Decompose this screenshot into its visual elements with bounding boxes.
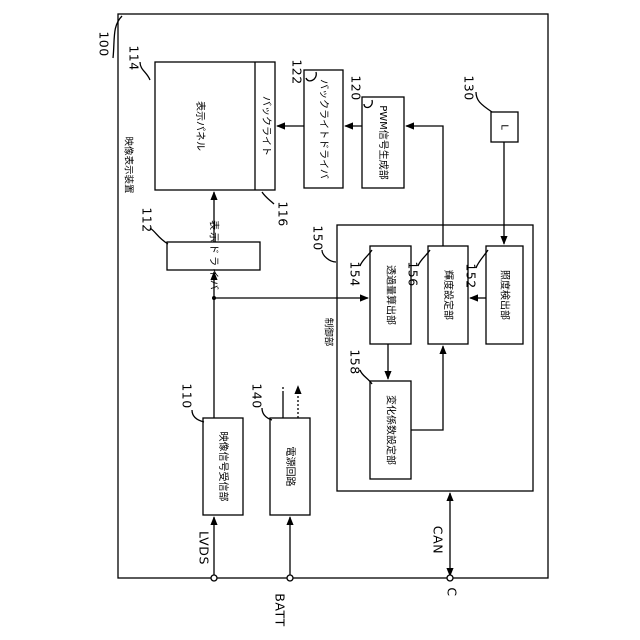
batt-label: BATT — [273, 593, 288, 627]
signal-receiver-label: 映像信号受信部 — [217, 432, 230, 502]
ref-100: 100 — [97, 31, 112, 56]
luminance-label: 輝度設定部 — [442, 270, 455, 320]
c-terminal — [447, 575, 453, 581]
ref-114: 114 — [127, 45, 142, 70]
ref-152: 152 — [464, 263, 479, 288]
transmittance-label: 透過量算出部 — [385, 265, 398, 325]
display-panel-label: 表示パネル — [194, 101, 207, 151]
lvds-label: LVDS — [197, 531, 212, 565]
ref-122: 122 — [290, 59, 305, 84]
batt-terminal — [287, 575, 293, 581]
ref-110: 110 — [180, 383, 195, 408]
display-panel-block — [155, 62, 275, 190]
pwm-generator-label: PWM信号生成部 — [377, 105, 390, 180]
ref-154: 154 — [348, 261, 363, 286]
ref-112: 112 — [140, 207, 155, 232]
power-circuit-label: 電源回路 — [284, 447, 297, 487]
illuminance-sensor-label: L — [499, 124, 510, 130]
ref-158: 158 — [348, 349, 363, 374]
ref-150: 150 — [311, 225, 326, 250]
ref-130: 130 — [462, 75, 477, 100]
ref-120: 120 — [349, 75, 364, 100]
lvds-terminal — [211, 575, 217, 581]
backlight-label: バックライト — [260, 96, 272, 156]
ref-156: 156 — [406, 261, 421, 286]
c-label: C — [445, 587, 460, 596]
control-title: 制御部 — [323, 318, 335, 347]
ref-140: 140 — [250, 383, 265, 408]
backlight-driver-label: バックライトドライバ — [318, 79, 330, 179]
device-title: 映像表示装置 — [123, 136, 135, 193]
ref-116: 116 — [276, 201, 291, 226]
coefficient-label: 変化係数設定部 — [385, 395, 398, 465]
illuminance-detect-label: 照度検出部 — [499, 270, 512, 320]
can-label: CAN — [431, 526, 446, 554]
